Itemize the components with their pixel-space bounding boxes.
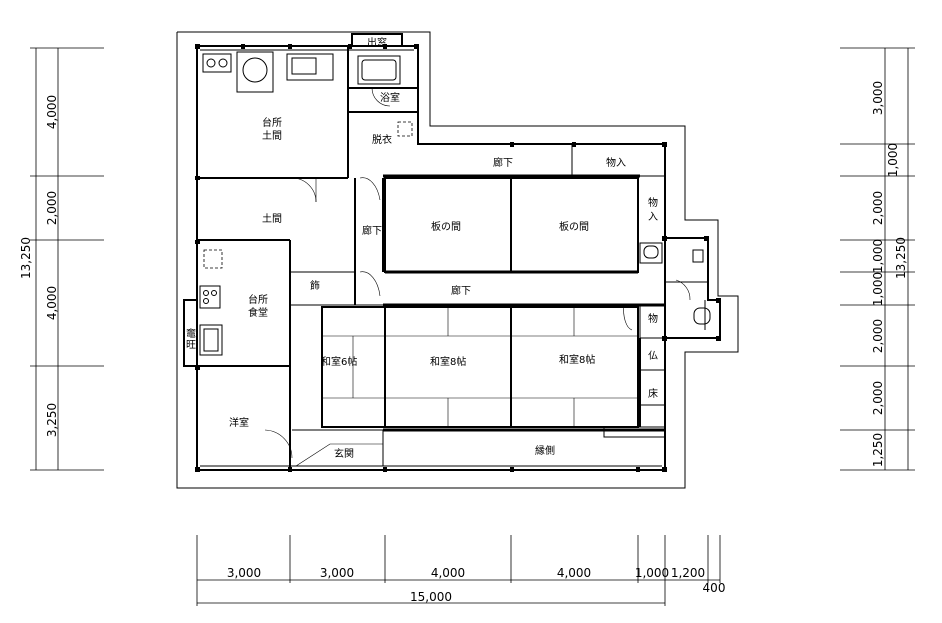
label-entrance: 玄関 bbox=[334, 447, 354, 460]
corridor-middle bbox=[355, 303, 665, 339]
dim-left-total: 13,250 bbox=[19, 237, 33, 279]
dim-left-4: 3,250 bbox=[45, 403, 59, 437]
corridor-top bbox=[383, 143, 665, 178]
label-kitchen-dining-2: 食堂 bbox=[248, 306, 268, 319]
dim-left-1: 4,000 bbox=[45, 95, 59, 129]
label-storage-right-1: 物 bbox=[648, 196, 658, 209]
label-tatami-8b: 和室8帖 bbox=[559, 353, 595, 366]
kitchen-dining-area bbox=[183, 285, 290, 367]
dim-right-3: 2,000 bbox=[871, 191, 885, 225]
label-western-room: 洋室 bbox=[229, 416, 249, 429]
exterior-walls bbox=[196, 45, 721, 471]
label-stove-1: 竈 bbox=[186, 327, 196, 340]
dim-right-6: 2,000 bbox=[871, 319, 885, 353]
dim-bottom-1: 3,000 bbox=[227, 566, 261, 580]
dim-bottom-2: 3,000 bbox=[320, 566, 354, 580]
label-bay-window: 出窓 bbox=[367, 36, 387, 49]
label-veranda: 縁側 bbox=[535, 444, 555, 457]
label-kitchen-doma-1: 台所 bbox=[262, 116, 282, 129]
right-dimension-chain bbox=[840, 47, 915, 471]
dim-right-total: 13,250 bbox=[894, 237, 908, 279]
label-kitchen-doma-2: 土間 bbox=[262, 129, 282, 142]
dim-right-4: 1,000 bbox=[871, 239, 885, 273]
label-buddhist-altar: 仏 bbox=[648, 350, 658, 362]
bottom-dimension-chain bbox=[196, 535, 721, 606]
label-corridor-middle: 廊下 bbox=[451, 284, 471, 297]
dim-bottom-6: 1,200 bbox=[671, 566, 705, 580]
label-tokonoma: 床 bbox=[648, 387, 658, 400]
label-kitchen-dining-1: 台所 bbox=[248, 293, 268, 306]
dim-right-5: 1,000 bbox=[871, 272, 885, 306]
western-room-entrance bbox=[264, 366, 665, 470]
label-storage-top: 物入 bbox=[606, 156, 626, 169]
kitchen-doma-area bbox=[197, 46, 349, 203]
label-bathroom: 浴室 bbox=[380, 91, 400, 104]
dim-bottom-7: 400 bbox=[703, 581, 726, 595]
label-tatami-8a: 和室8帖 bbox=[430, 355, 466, 368]
label-board-room-1: 板の間 bbox=[431, 220, 461, 233]
label-corridor-top: 廊下 bbox=[493, 156, 513, 169]
dim-right-1: 3,000 bbox=[871, 81, 885, 115]
doma-band bbox=[197, 239, 355, 366]
corridor-left bbox=[354, 177, 384, 305]
label-tatami-6: 和室6帖 bbox=[321, 355, 357, 368]
dim-bottom-3: 4,000 bbox=[431, 566, 465, 580]
label-dressing: 脱衣 bbox=[372, 133, 392, 146]
dim-bottom-5: 1,000 bbox=[635, 566, 669, 580]
label-storage-side: 物 bbox=[648, 312, 658, 325]
dim-right-2: 1,000 bbox=[886, 143, 900, 177]
tatami-rooms bbox=[321, 306, 666, 438]
label-board-room-2: 板の間 bbox=[559, 220, 589, 233]
dim-left-2: 2,000 bbox=[45, 191, 59, 225]
left-dimension-chain bbox=[30, 47, 104, 471]
label-storage-right-2: 入 bbox=[648, 212, 658, 223]
dim-right-8: 1,250 bbox=[871, 433, 885, 467]
label-doma: 土間 bbox=[262, 212, 282, 225]
label-corridor-left: 廊下 bbox=[362, 224, 382, 237]
label-display-alcove: 飾 bbox=[310, 279, 320, 292]
bath-area bbox=[348, 33, 418, 137]
dim-bottom-4: 4,000 bbox=[557, 566, 591, 580]
board-rooms bbox=[384, 176, 711, 330]
label-stove-2: 旺 bbox=[186, 340, 196, 351]
column-posts bbox=[195, 44, 721, 472]
site-outline bbox=[176, 31, 739, 489]
dim-left-3: 4,000 bbox=[45, 286, 59, 320]
dim-right-7: 2,000 bbox=[871, 381, 885, 415]
dim-bottom-total: 15,000 bbox=[410, 590, 452, 604]
